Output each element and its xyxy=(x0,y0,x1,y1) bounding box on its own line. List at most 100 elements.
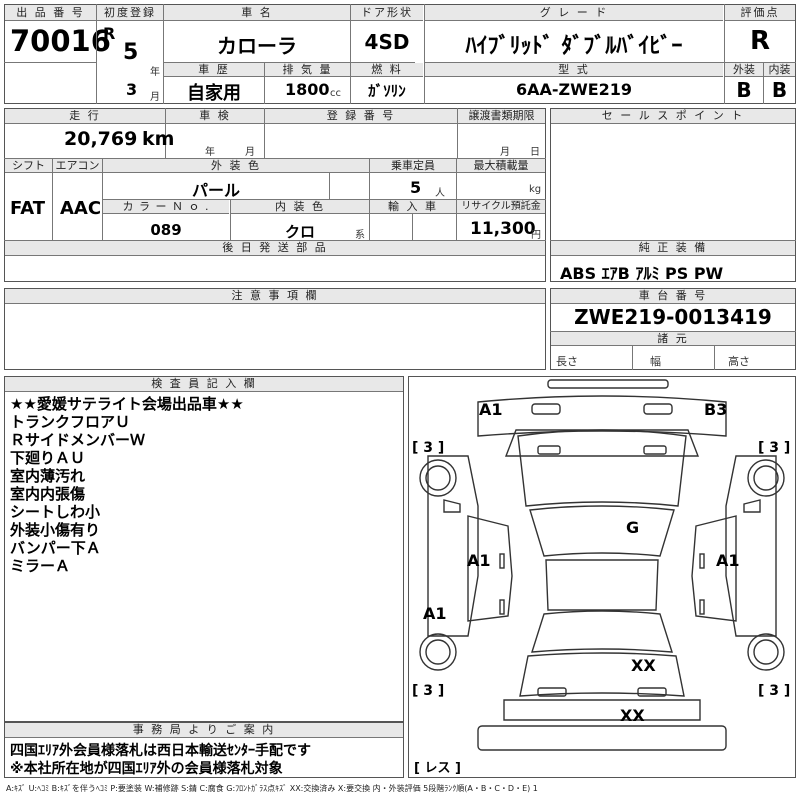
reg-year-unit: 年 xyxy=(150,67,160,78)
sales-points-box xyxy=(550,108,796,282)
score-label: 評価点 xyxy=(725,5,795,21)
inspector-line: 下廻りＡＵ xyxy=(10,449,86,467)
inspector-label: 検 査 員 記 入 欄 xyxy=(5,377,403,392)
ext-color: パール xyxy=(191,181,240,200)
car-name-label: 車 名 xyxy=(164,5,350,21)
model-label: 型 式 xyxy=(425,63,723,77)
mark-door-right: A1 xyxy=(716,551,740,570)
int-color-unit: 系 xyxy=(355,230,365,241)
recycle-unit: 円 xyxy=(531,230,541,241)
office-label: 事 務 局 よ り ご 案 内 xyxy=(5,723,403,738)
notes-box xyxy=(4,288,546,370)
inspector-line: ★★愛媛サテライト会場出品車★★ xyxy=(10,395,244,413)
inspector-box xyxy=(4,376,404,722)
doc-day-unit: 日 xyxy=(530,147,540,158)
car-name: カローラ xyxy=(217,34,297,58)
lot-no: 70016 xyxy=(10,24,111,58)
mileage-label: 走 行 xyxy=(5,109,165,124)
door-type: 4SD xyxy=(364,30,410,54)
inspector-line: トランクフロアＵ xyxy=(10,413,131,431)
inspector-line: ミラーＡ xyxy=(10,557,71,575)
mark-rear-bumper: XX xyxy=(620,706,645,725)
exterior-label: 外装 xyxy=(725,63,763,77)
ext-color-label: 外 装 色 xyxy=(103,159,369,173)
door-label: ドア形状 xyxy=(351,5,423,21)
later-parts-label: 後 日 発 送 部 品 xyxy=(5,241,545,256)
import-label: 輸 入 車 xyxy=(370,200,456,214)
doc-deadline-label: 譲渡書類期限 xyxy=(458,109,545,124)
interior-label: 内装 xyxy=(764,63,795,77)
length-label: 長さ xyxy=(556,355,578,368)
displacement: 1800 xyxy=(285,80,330,99)
office-line-2: ※本社所在地が四国ｴﾘｱ外の会員様落札対象 xyxy=(10,761,283,777)
office-box xyxy=(4,722,404,778)
displacement-label: 排 気 量 xyxy=(265,63,350,77)
inspection-month-unit: 月 xyxy=(245,147,255,158)
inspector-line: 室内内張傷 xyxy=(10,485,86,503)
width-label: 幅 xyxy=(650,355,661,368)
sales-points-label: セ ー ル ス ポ イ ン ト xyxy=(551,109,795,124)
reg-no-label: 登 録 番 号 xyxy=(265,109,457,124)
mark-tire-rl: [ 3 ] xyxy=(412,683,445,699)
legend: A:ｷｽﾞ U:ﾍｺﾐ B:ｷｽﾞを伴うﾍｺﾐ P:要塗装 W:補修跡 S:錆 … xyxy=(6,784,538,793)
mark-rear-quarter-left: A1 xyxy=(423,604,447,623)
score: R xyxy=(749,26,771,56)
fuel: ｶﾞｿﾘﾝ xyxy=(368,82,406,100)
mark-windshield: G xyxy=(626,518,640,537)
first-reg-label: 初度登録 xyxy=(97,5,163,21)
mileage-unit: km xyxy=(142,128,175,150)
recycle: 11,300 xyxy=(470,219,536,239)
chassis-number: ZWE219-0013419 xyxy=(574,305,772,329)
details-box xyxy=(4,108,546,282)
model: 6AA-ZWE219 xyxy=(515,80,633,99)
inspector-lines: ★★愛媛サテライト会場出品車★★ トランクフロアＵ ＲサイドメンバーＷ 下廻りＡ… xyxy=(10,395,244,575)
ac-label: エアコン xyxy=(53,159,102,173)
recycle-label: リサイクル預託金 xyxy=(457,200,545,214)
mark-tire-rr: [ 3 ] xyxy=(758,683,791,699)
ac: AAC xyxy=(60,198,102,219)
doc-month-unit: 月 xyxy=(500,147,510,158)
inspector-line: シートしわ小 xyxy=(10,503,101,521)
chassis-box xyxy=(550,288,796,370)
equipment: ABS ｴｱB ｱﾙﾐ PS PW xyxy=(560,264,724,283)
mileage: 20,769 xyxy=(64,128,138,150)
displacement-unit: cc xyxy=(330,88,341,99)
mark-door-left: A1 xyxy=(467,551,491,570)
inspection-year-unit: 年 xyxy=(205,147,215,158)
header-box xyxy=(4,4,796,104)
reg-era: R xyxy=(103,24,116,43)
equipment-label: 純 正 装 備 xyxy=(551,241,795,256)
interior-score: B xyxy=(771,78,788,102)
inspector-line: ＲサイドメンバーＷ xyxy=(10,431,146,449)
capacity-label: 乗車定員 xyxy=(370,159,456,173)
grade-label: グ レ ー ド xyxy=(425,5,723,21)
mark-front-left: A1 xyxy=(479,400,503,419)
car-diagram-box xyxy=(408,376,796,778)
shift: FAT xyxy=(10,198,46,219)
capacity: 5 xyxy=(410,178,422,197)
inspector-line: バンパー下Ａ xyxy=(10,539,101,557)
mark-tire-fl: [ 3 ] xyxy=(412,440,445,456)
inspector-line: 外装小傷有り xyxy=(10,521,101,539)
int-color-label: 内 装 色 xyxy=(231,200,369,214)
mark-spare: [ レス ] xyxy=(414,761,461,776)
reg-month-unit: 月 xyxy=(150,92,160,103)
mark-trunk: XX xyxy=(631,656,656,675)
specs-label: 諸 元 xyxy=(551,332,795,346)
history-label: 車 歴 xyxy=(164,63,264,77)
lot-no-label: 出 品 番 号 xyxy=(5,5,96,21)
max-load-unit: kg xyxy=(529,184,542,195)
color-no: 089 xyxy=(150,221,182,239)
int-color: クロ xyxy=(285,223,316,241)
mark-front-right: B3 xyxy=(704,400,728,419)
fuel-label: 燃 料 xyxy=(351,63,423,77)
exterior-score: B xyxy=(736,78,752,102)
chassis-label: 車 台 番 号 xyxy=(551,289,795,304)
grade: ﾊｲﾌﾞﾘｯﾄﾞ ﾀﾞﾌﾞﾙﾊﾞｲﾋﾞｰ xyxy=(465,34,683,59)
inspection-label: 車 検 xyxy=(166,109,264,124)
color-no-label: カ ラ ー Ｎ ｏ . xyxy=(103,200,229,214)
inspector-line: 室内薄汚れ xyxy=(10,467,86,485)
notes-label: 注 意 事 項 欄 xyxy=(5,289,545,304)
car-diagram xyxy=(419,379,785,751)
office-line-1: 四国ｴﾘｱ外会員様落札は西日本輸送ｾﾝﾀｰ手配です xyxy=(10,743,311,759)
